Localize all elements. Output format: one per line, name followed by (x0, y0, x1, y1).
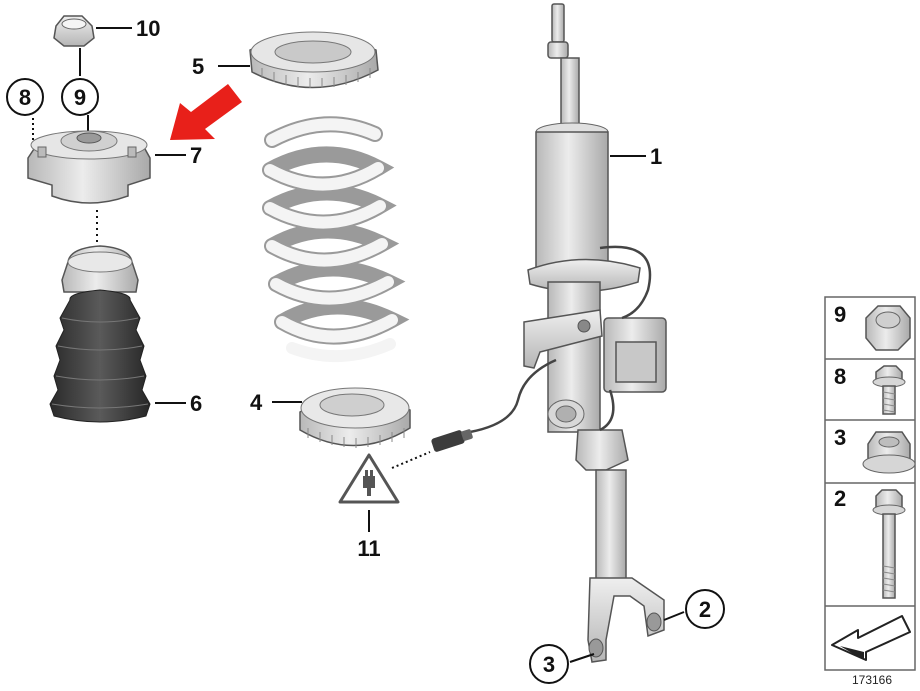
legend-label-3: 3 (834, 425, 846, 450)
next-page-arrow-icon (831, 615, 911, 661)
callout-1: 1 (650, 144, 662, 169)
wire-connector-plug (431, 429, 473, 452)
callout-10: 10 (136, 16, 160, 41)
legend-row-2: 2 (834, 486, 906, 599)
highlight-arrow-icon (170, 84, 242, 140)
hardware-legend: 9 8 3 2 (824, 296, 916, 671)
legend-row-3: 3 (834, 425, 916, 474)
legend-label-9: 9 (834, 302, 846, 327)
legend-label-8: 8 (834, 364, 846, 389)
part-7-strut-mount (27, 130, 151, 204)
legend-label-2: 2 (834, 486, 846, 511)
callout-9-circle: 9 (61, 78, 99, 116)
part-5-upper-spring-pad (249, 31, 379, 89)
callout-3: 3 (543, 652, 555, 677)
callout-4: 4 (250, 390, 263, 415)
part-1-strut-assembly (523, 3, 667, 663)
callout-7: 7 (190, 143, 202, 168)
coil-spring-highlight (264, 118, 398, 363)
legend-row-9: 9 (834, 302, 911, 351)
part-4-lower-spring-pad (299, 387, 411, 448)
flange-nut-icon (862, 431, 916, 474)
callout-2-circle: 2 (685, 589, 725, 629)
callout-6: 6 (190, 391, 202, 416)
leader-2 (663, 611, 685, 621)
catalog-number: 173166 (852, 673, 892, 687)
part-6-dust-boot (49, 245, 151, 423)
callout-2: 2 (699, 597, 711, 622)
flange-bolt-icon (872, 365, 906, 415)
callout-8: 8 (19, 85, 31, 110)
leader-11-wire (391, 451, 431, 469)
coil-spring (262, 116, 410, 345)
strut-wiring-harness (469, 245, 652, 434)
callout-9: 9 (74, 85, 86, 110)
part-10-nut (53, 15, 95, 47)
callout-5: 5 (192, 54, 204, 79)
callout-11: 11 (357, 536, 380, 561)
part-11-connector-symbol (338, 453, 400, 504)
plug-icon (363, 470, 375, 496)
legend-row-8: 8 (834, 364, 906, 415)
hex-nut-icon (865, 305, 911, 351)
leader-3 (569, 653, 595, 663)
callout-8-circle: 8 (6, 78, 44, 116)
long-bolt-icon (872, 489, 906, 599)
callout-3-circle: 3 (529, 644, 569, 684)
